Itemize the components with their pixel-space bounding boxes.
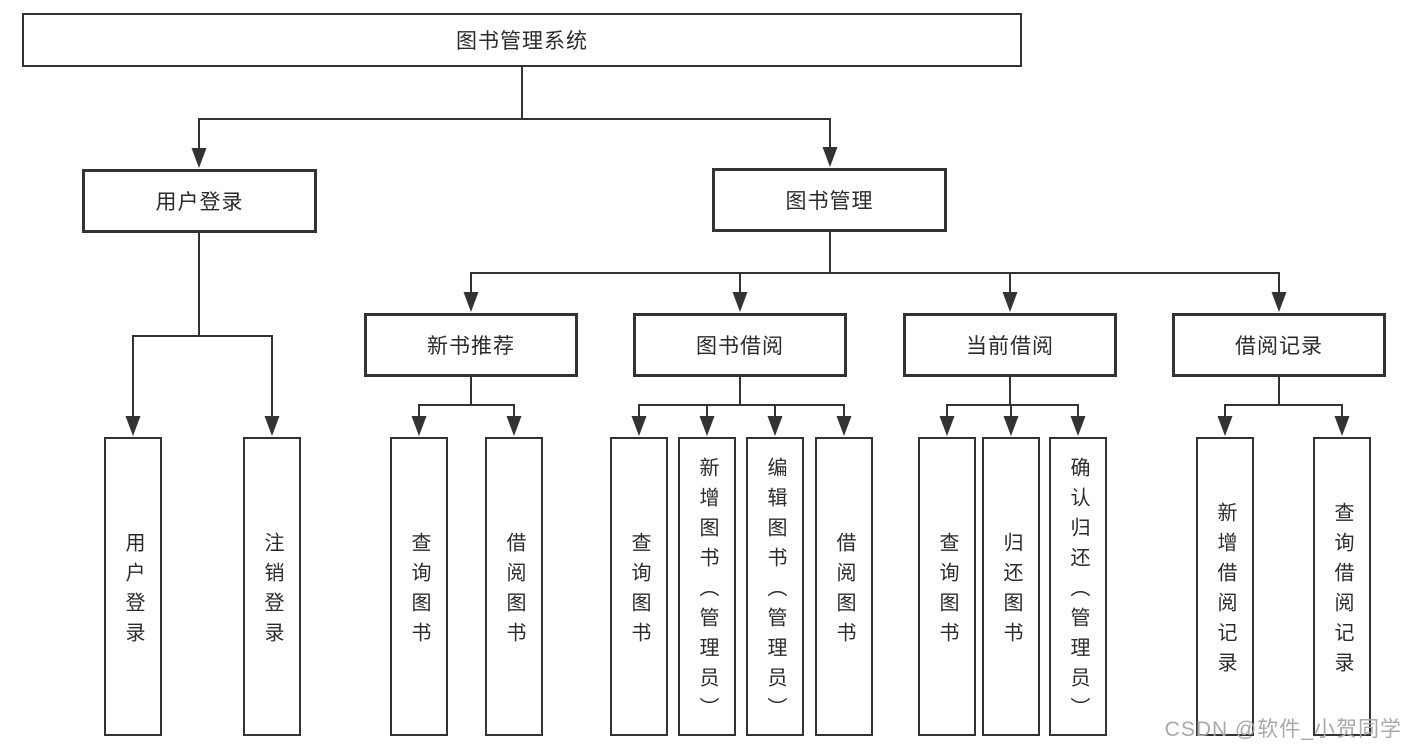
node-book-management: 图书管理 xyxy=(712,168,947,232)
leaf-add-book-admin: 新增图书（管理员） xyxy=(678,437,736,736)
leaf-label: 借阅图书 xyxy=(503,531,525,652)
leaf-query-books-borrow: 查询图书 xyxy=(610,437,668,736)
node-label: 图书管理 xyxy=(785,190,874,213)
leaf-query-borrow-record: 查询借阅记录 xyxy=(1313,437,1371,736)
leaf-add-borrow-record: 新增借阅记录 xyxy=(1196,437,1254,736)
leaf-label: 确认归还（管理员） xyxy=(1067,456,1089,727)
node-label: 借阅记录 xyxy=(1235,335,1323,358)
node-current-borrowing: 当前借阅 xyxy=(903,313,1117,377)
leaf-edit-book-admin: 编辑图书（管理员） xyxy=(746,437,804,736)
node-user-login: 用户登录 xyxy=(82,169,317,233)
leaf-borrow-books-recommend: 借阅图书 xyxy=(485,437,543,736)
leaf-user-login: 用户登录 xyxy=(104,437,162,736)
leaf-query-books-recommend: 查询图书 xyxy=(390,437,448,736)
leaf-label: 查询图书 xyxy=(628,531,650,652)
leaf-label: 查询图书 xyxy=(936,531,958,652)
leaf-label: 借阅图书 xyxy=(833,531,855,652)
leaf-label: 新增借阅记录 xyxy=(1214,501,1236,682)
node-borrowing-records: 借阅记录 xyxy=(1172,313,1386,377)
leaf-label: 用户登录 xyxy=(122,531,144,652)
leaf-label: 注销登录 xyxy=(261,531,283,652)
node-label: 图书管理系统 xyxy=(456,30,588,53)
node-book-borrowing: 图书借阅 xyxy=(633,313,847,377)
node-label: 图书借阅 xyxy=(696,335,784,358)
leaf-borrow-book: 借阅图书 xyxy=(815,437,873,736)
node-label: 当前借阅 xyxy=(966,335,1054,358)
leaf-query-books-current: 查询图书 xyxy=(918,437,976,736)
node-label: 用户登录 xyxy=(155,191,244,214)
csdn-watermark: CSDN @软件_小贺同学 xyxy=(1164,718,1402,741)
leaf-label: 归还图书 xyxy=(1000,531,1022,652)
leaf-label: 编辑图书（管理员） xyxy=(764,456,786,727)
node-new-book-recommendation: 新书推荐 xyxy=(364,313,578,377)
leaf-label: 查询图书 xyxy=(408,531,430,652)
leaf-return-book: 归还图书 xyxy=(982,437,1040,736)
leaf-label: 新增图书（管理员） xyxy=(696,456,718,727)
node-library-management-system: 图书管理系统 xyxy=(22,13,1022,67)
leaf-confirm-return-admin: 确认归还（管理员） xyxy=(1049,437,1107,736)
node-label: 新书推荐 xyxy=(427,335,515,358)
leaf-logout: 注销登录 xyxy=(243,437,301,736)
leaf-label: 查询借阅记录 xyxy=(1331,501,1353,682)
